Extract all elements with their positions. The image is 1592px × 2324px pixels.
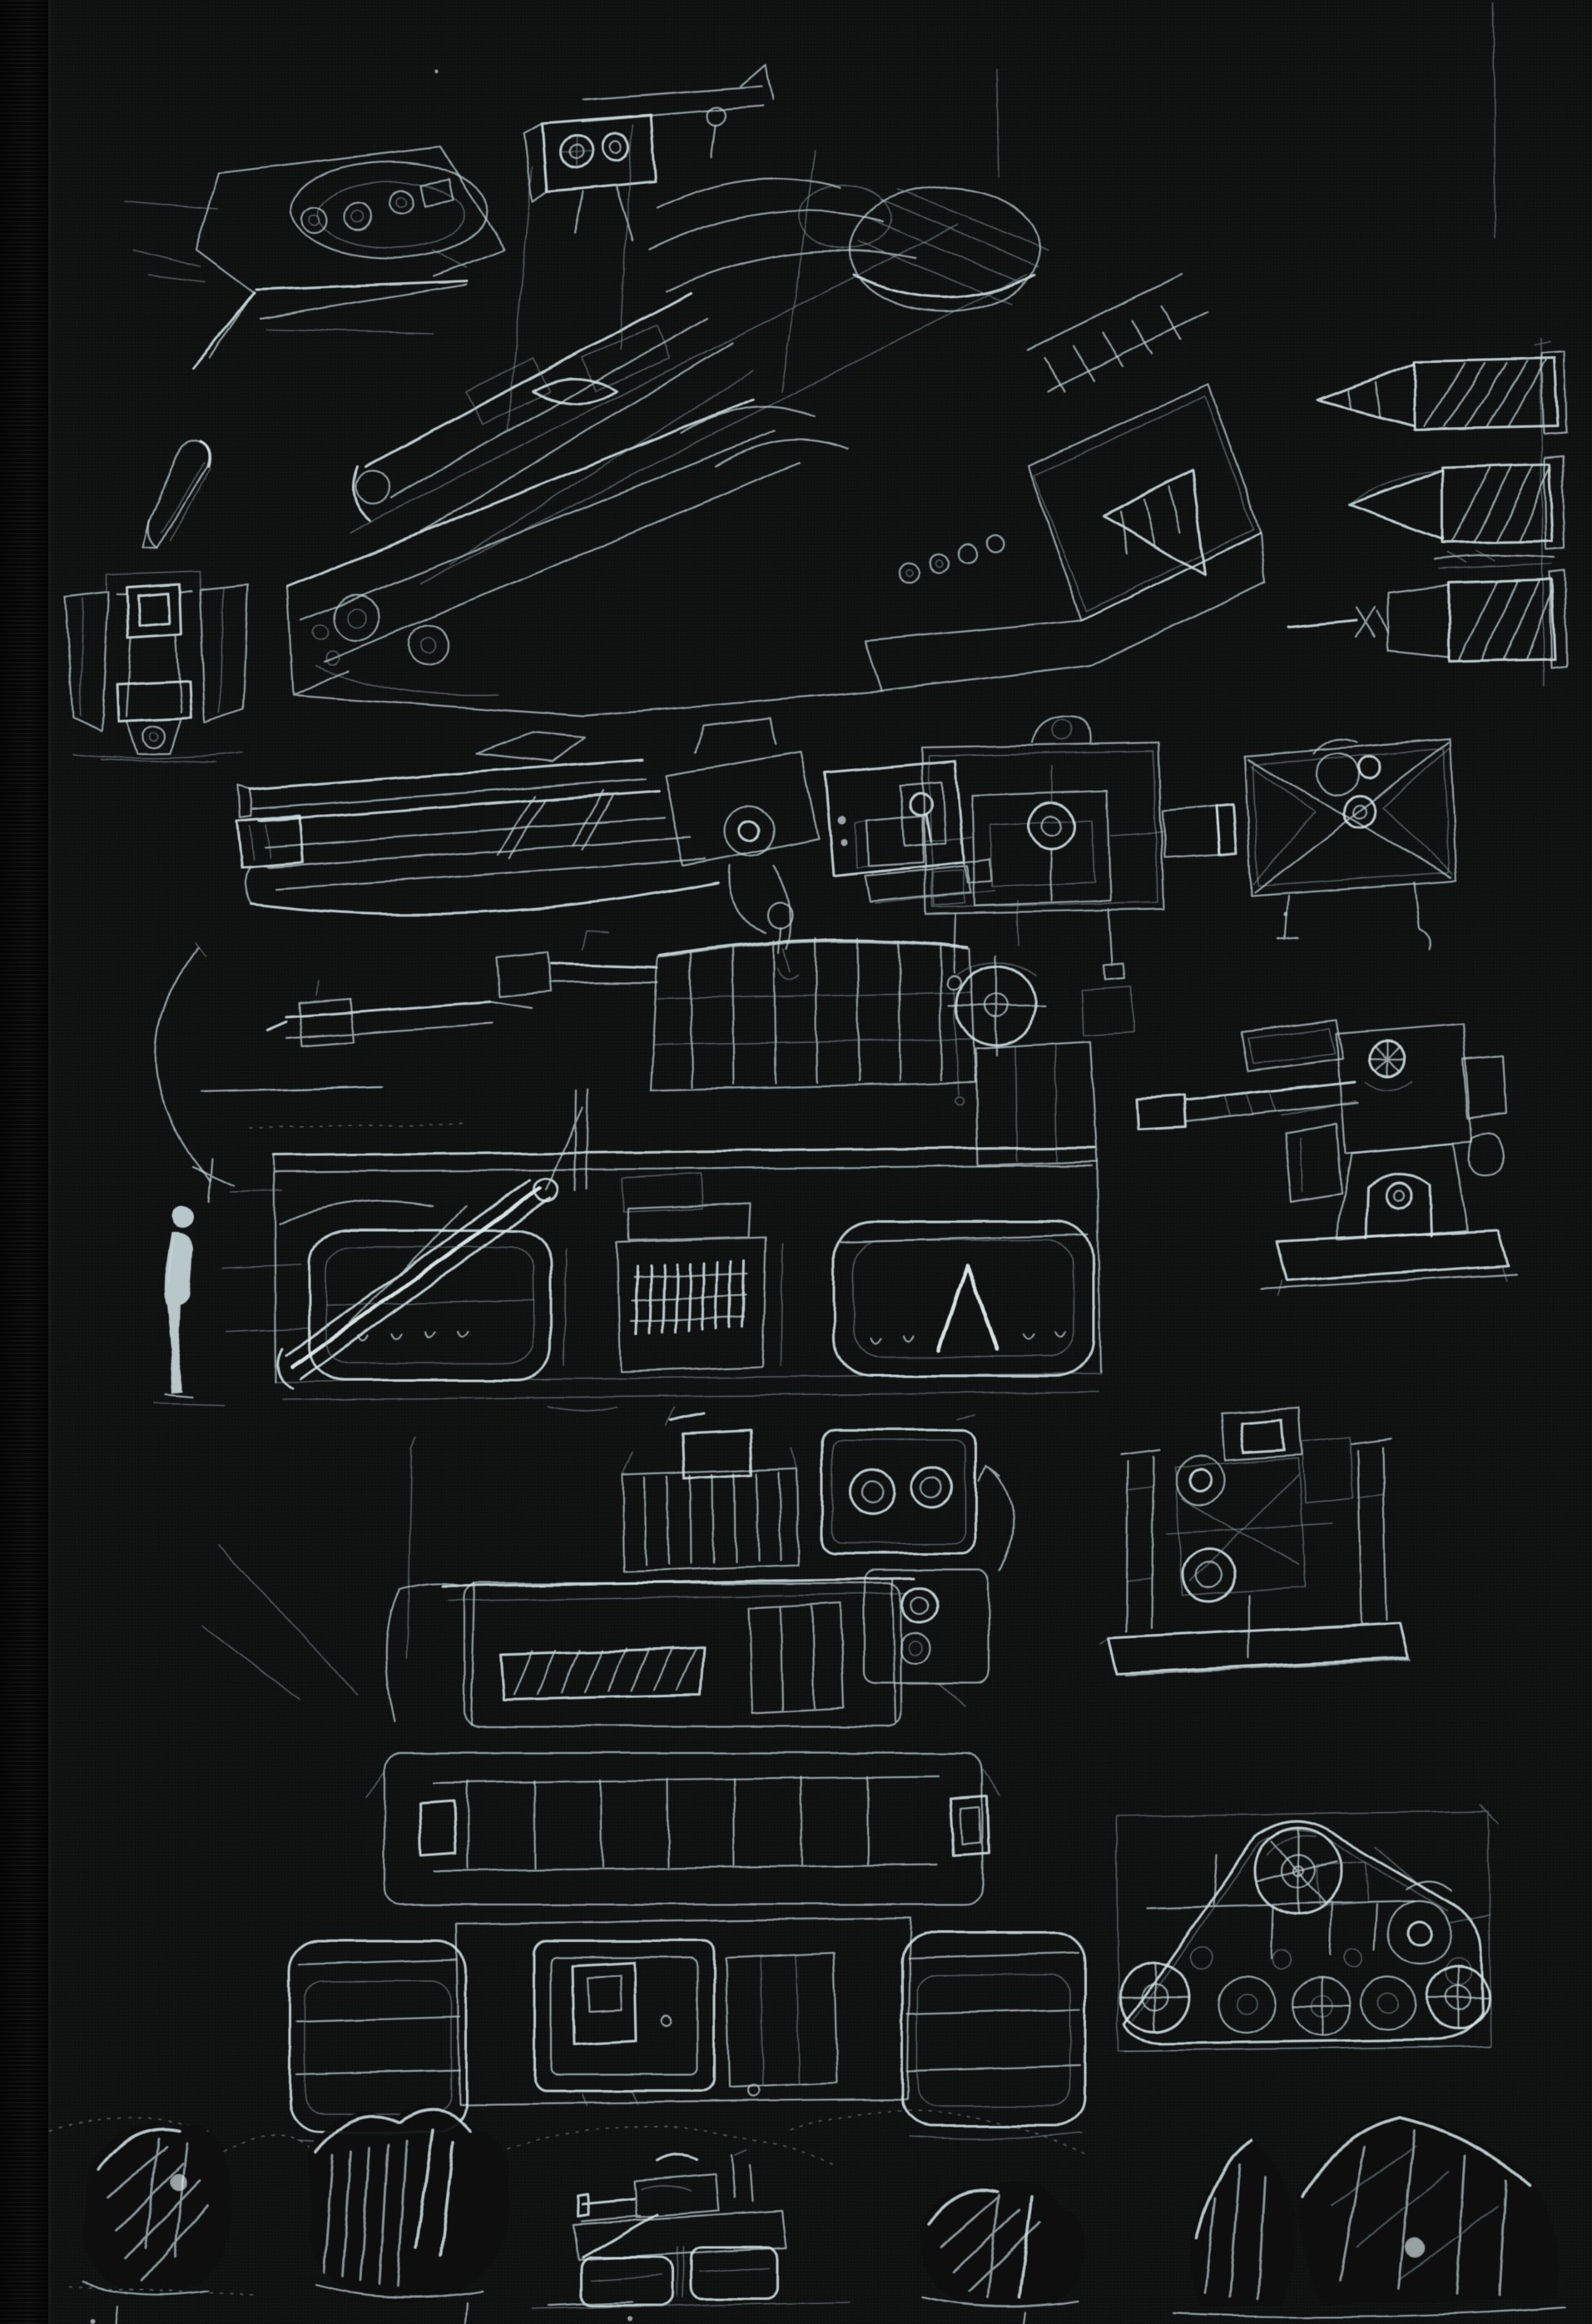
sketch-battle-tank-perspective <box>285 63 1267 718</box>
page-edge-shadow <box>48 0 53 2324</box>
sketch-turret-emplacement <box>1135 1019 1518 1296</box>
sketch-gun-mount-front <box>63 570 250 763</box>
missile-pods <box>821 1414 1014 1707</box>
sketch-drive-module-a <box>855 714 1238 1105</box>
thumbnail-rocks-d <box>1172 2114 1566 2318</box>
sketch-battle-tank-side <box>222 900 1134 1412</box>
page-scratches <box>91 2 1496 2323</box>
sketch-railgun-side <box>235 716 996 981</box>
sketch-gimbal-module <box>1099 1407 1411 1676</box>
sketch-thumbnail-strip <box>49 2107 1566 2324</box>
binding-strip <box>0 0 48 2324</box>
figure-body <box>164 1231 193 1393</box>
sketch-ammunition-studies <box>1287 337 1568 685</box>
sketch-scale-figure <box>154 941 383 1406</box>
figure-head <box>171 1206 193 1228</box>
reticle-wheel <box>947 954 1047 1057</box>
sketch-track-unit <box>1116 1804 1499 2052</box>
sketch-hover-scout-study <box>124 145 506 370</box>
lambda-marking <box>936 1263 999 1353</box>
thumbnail-tank <box>532 2148 850 2310</box>
sketch-drive-module-b <box>1243 737 1458 951</box>
thumbnail-rock-c <box>920 2182 1084 2324</box>
crane-arm <box>277 1087 589 1390</box>
thumbnail-rock-a <box>69 2124 255 2324</box>
sketch-shell-study-small <box>141 439 211 549</box>
sketch-battle-tank-front <box>202 1406 1087 2147</box>
thumbnail-rock-b <box>310 2107 509 2324</box>
